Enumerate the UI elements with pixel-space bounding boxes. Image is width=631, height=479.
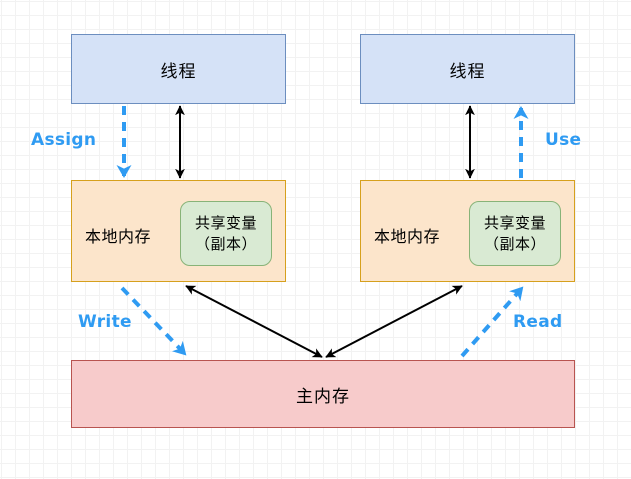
- local-memory-box-right[interactable]: 本地内存 共享变量 （副本）: [360, 180, 575, 282]
- local-memory-box-left[interactable]: 本地内存 共享变量 （副本）: [71, 180, 286, 282]
- connector-local-left-main: [185, 285, 323, 358]
- shared-variable-box-right[interactable]: 共享变量 （副本）: [469, 201, 561, 266]
- connector-local-right-main: [325, 285, 463, 358]
- shared-variable-box-left[interactable]: 共享变量 （副本）: [180, 201, 272, 266]
- shared-variable-line2-left: （副本）: [194, 234, 257, 253]
- thread-box-left[interactable]: 线程: [71, 34, 286, 104]
- main-memory-label: 主内存: [296, 386, 350, 407]
- label-read: Read: [513, 312, 563, 332]
- shared-variable-line1-right: 共享变量: [483, 214, 546, 233]
- label-assign: Assign: [31, 130, 97, 150]
- label-write: Write: [78, 312, 132, 332]
- thread-label-left: 线程: [160, 61, 197, 82]
- thread-label-right: 线程: [449, 61, 486, 82]
- shared-variable-line2-right: （副本）: [483, 234, 546, 253]
- local-memory-label-left: 本地内存: [85, 227, 152, 246]
- main-memory-box[interactable]: 主内存: [71, 360, 575, 428]
- local-memory-label-right: 本地内存: [374, 227, 441, 246]
- shared-variable-line1-left: 共享变量: [194, 214, 257, 233]
- thread-box-right[interactable]: 线程: [360, 34, 575, 104]
- label-use: Use: [545, 130, 582, 150]
